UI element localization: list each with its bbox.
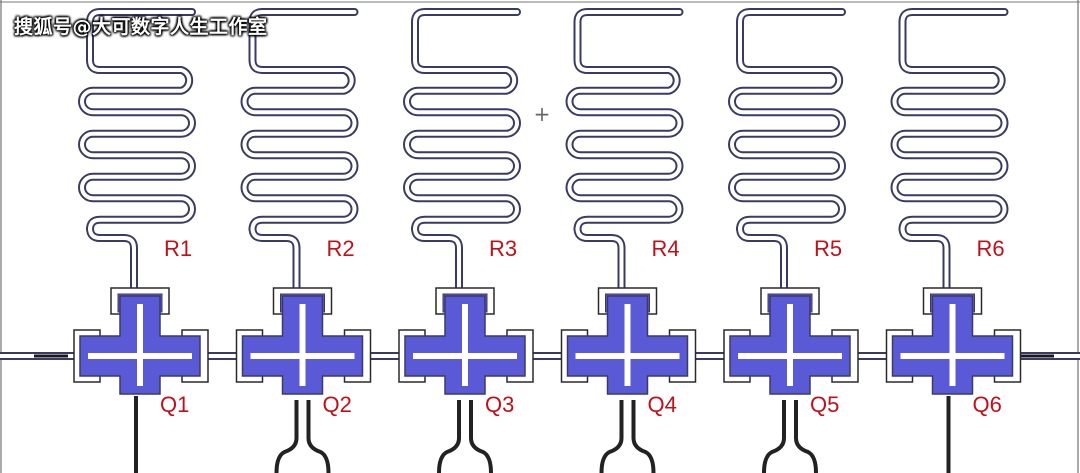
flux-line-left [599,400,624,473]
readout-resonator-5 [728,8,846,294]
qubit-island-gap-vertical [949,304,956,386]
flux-line-right [469,400,493,473]
qubit-island-gap-horizontal [250,353,355,359]
qubit-island-gap-vertical [462,304,468,386]
readout-resonator-4-gap [567,10,682,292]
qubit-label: Q4 [648,392,677,417]
qubit-label: Q3 [485,392,514,417]
qubit-island-gap-vertical [137,304,143,386]
qubit-label: Q2 [323,392,352,417]
alignment-mark: + [534,102,551,126]
resonator-label: R4 [652,236,680,261]
resonator-label: R3 [489,236,517,261]
qubit-island-gap-vertical [787,304,793,386]
readout-resonator-2 [240,8,359,294]
flux-line-right [794,400,818,473]
flux-line-left [437,400,461,473]
readout-resonator-1 [78,8,196,294]
qubit-label: Q1 [160,392,189,417]
readout-resonator-5-gap [730,10,844,292]
readout-resonator-3 [403,8,521,294]
readout-resonator-4 [565,8,684,294]
resonator-label: R5 [814,236,842,261]
resonator-label: R1 [164,236,192,261]
flux-line-right [631,400,656,473]
qubit-label: Q5 [810,392,839,417]
qubit-island-gap-horizontal [413,353,517,359]
qubit-island-gap-horizontal [738,353,842,359]
qubit-island-gap-vertical [624,304,631,386]
flux-line-left [762,400,786,473]
readout-resonator-3-gap [405,10,519,292]
flux-line-right [306,400,331,473]
qubit-island-gap-horizontal [88,353,192,359]
readout-resonator-6-gap [892,10,1007,292]
watermark: 搜狐号@大可数字人生工作室 [14,16,268,38]
qubit-label: Q6 [973,392,1002,417]
resonator-label: R2 [327,236,355,261]
readout-resonator-1-gap [80,10,194,292]
readout-resonator-2-gap [242,10,357,292]
qubit-island-gap-horizontal [575,353,680,359]
qubit-island-gap-horizontal [900,353,1005,359]
resonator-label: R6 [977,236,1005,261]
flux-line-left [274,400,299,473]
readout-resonator-6 [890,8,1009,294]
qubit-island-gap-vertical [299,304,306,386]
